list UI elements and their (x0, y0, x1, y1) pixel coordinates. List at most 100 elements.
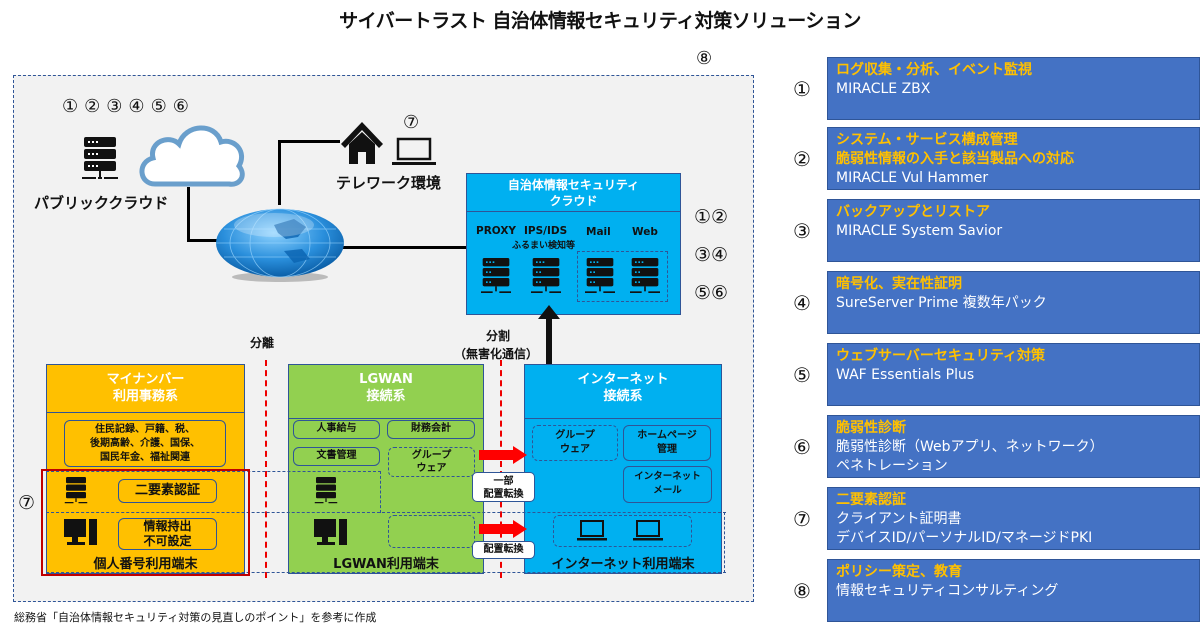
desktop-pc-icon (314, 519, 348, 547)
legend-item: 二要素認証クライアント証明書デバイスID/パーソナルID/マネージドPKI (827, 487, 1200, 550)
legend-heading: バックアップとリストア (836, 204, 990, 220)
server-label-proxy: PROXY (476, 225, 517, 237)
marker-6: ⑥ (172, 96, 195, 117)
desktop-pc-icon (64, 519, 98, 547)
telework-label: テレワーク環境 (336, 174, 442, 192)
connector-line (278, 140, 340, 143)
cloud-icon (135, 118, 247, 190)
legend-product: MIRACLE System Savior (836, 223, 1003, 239)
security-cloud-markers-row1: ①② (694, 206, 728, 228)
lgwan-service-documents: 文書管理 (293, 447, 380, 466)
marker-2: ② (84, 96, 107, 117)
marker-3: ③ (106, 96, 129, 117)
server-icon (314, 477, 338, 507)
legend-heading: ログ収集・分析、イベント監視 (836, 62, 1032, 78)
server-label-mail: Mail (586, 226, 611, 238)
legend-marker: ② (793, 147, 811, 171)
legend-marker: ⑤ (793, 363, 811, 387)
services-line3: 国民年金、福祉関連 (100, 452, 190, 463)
page-title: サイバートラスト 自治体情報セキュリティ対策ソリューション (339, 10, 861, 32)
legend-item: ポリシー策定、教育情報セキュリティコンサルティング (827, 559, 1200, 622)
terminal-tier-line (724, 512, 725, 573)
security-cloud-title-line1: 自治体情報セキュリティ (507, 178, 640, 192)
internet-terminal-group (553, 515, 692, 547)
legend-heading: 二要素認証 (836, 492, 906, 508)
house-icon (339, 120, 385, 166)
mail-line2: メール (653, 485, 682, 496)
no-export-line2: 不可設定 (143, 534, 192, 548)
legend-marker: ⑧ (793, 579, 811, 603)
security-cloud-markers-row3: ⑤⑥ (694, 282, 728, 304)
public-cloud-markers: ①②③④⑤⑥ (62, 96, 195, 117)
legend-product: デバイスID/パーソナルID/マネージドPKI (836, 530, 1093, 546)
marker-1: ① (62, 96, 85, 117)
services-line2: 後期高齢、介護、国保、 (90, 438, 200, 449)
internet-groupware: グループ ウェア (532, 425, 618, 461)
marker-2: ② (711, 206, 729, 228)
lgwan-groupware: グループ ウェア (388, 447, 475, 477)
homepage-line2: 管理 (657, 444, 677, 455)
terminal-tier-line (46, 572, 726, 573)
security-cloud-title: 自治体情報セキュリティ クラウド (467, 174, 680, 212)
partial-transfer-arrow (479, 446, 527, 464)
lgwan-service-payroll: 人事給与 (293, 420, 380, 439)
internet-terminal-label: インターネット利用端末 (551, 557, 695, 572)
mynumber-title-line1: マイナンバー (106, 372, 185, 387)
internet-zone-title: インターネット 接続系 (525, 365, 721, 419)
legend-heading: 暗号化、実在性証明 (836, 276, 962, 292)
mynumber-zone-title: マイナンバー 利用事務系 (47, 365, 244, 413)
marker-4: ④ (128, 96, 151, 117)
two-factor-marker: ⑦ (18, 492, 36, 514)
marker-4: ④ (711, 244, 729, 266)
terminal-tier-line (46, 512, 726, 513)
lgwan-title-line2: 接続系 (366, 389, 406, 404)
no-export-box: 情報持出 不可設定 (118, 518, 217, 550)
telework-marker: ⑦ (403, 112, 420, 133)
legend-product: WAF Essentials Plus (836, 367, 975, 383)
legend-product: ペネトレーション (836, 458, 948, 474)
lgwan-service-accounting: 財務会計 (387, 420, 475, 439)
public-cloud-label: パブリッククラウド (34, 194, 169, 212)
server-icon (582, 258, 618, 298)
services-line1: 住民記録、戸籍、税、 (95, 424, 195, 435)
split-label-line1: 分割 (486, 329, 511, 343)
lgwan-empty-slot (388, 515, 475, 548)
server-tier-line (46, 471, 381, 472)
internet-globe-icon (214, 205, 346, 285)
server-sublabel-ips-ids: ふるまい検知等 (512, 241, 576, 251)
laptop-icon (633, 520, 663, 542)
legend-heading: 脆弱性情報の入手と該当製品への対応 (836, 151, 1074, 167)
legend-heading: ポリシー策定、教育 (836, 564, 962, 580)
laptop-icon (392, 137, 436, 167)
security-cloud-markers-row2: ③④ (694, 244, 728, 266)
no-export-line1: 情報持出 (143, 519, 192, 533)
legend-heading: ウェブサーバーセキュリティ対策 (836, 348, 1046, 364)
connector-line (278, 140, 281, 205)
marker-1: ① (694, 206, 712, 228)
two-factor-auth-box: 二要素認証 (118, 479, 217, 503)
server-icon (478, 258, 514, 298)
marker-6: ⑥ (711, 282, 729, 304)
security-cloud-title-line2: クラウド (549, 194, 598, 208)
legend-product: クライアント証明書 (836, 511, 962, 527)
server-icon (528, 258, 564, 298)
legend-marker: ⑥ (793, 435, 811, 459)
mynumber-services: 住民記録、戸籍、税、 後期高齢、介護、国保、 国民年金、福祉関連 (64, 420, 226, 467)
two-factor-highlight (41, 469, 250, 576)
outer-marker: ⑧ (696, 48, 713, 69)
legend-product: 脆弱性診断（Webアプリ、ネットワーク） (836, 439, 1104, 455)
homepage-management: ホームページ 管理 (623, 425, 711, 461)
transfer-badge: 配置転換 (472, 541, 535, 559)
legend-item: バックアップとリストア MIRACLE System Savior (827, 199, 1200, 262)
marker-5: ⑤ (694, 282, 712, 304)
split-label-line2: （無害化通信） (454, 347, 539, 361)
legend-item: ウェブサーバーセキュリティ対策 WAF Essentials Plus (827, 343, 1200, 406)
server-icon (82, 137, 118, 185)
mynumber-terminal-label: 個人番号利用端末 (93, 557, 198, 572)
groupware-line2: ウェア (560, 444, 590, 455)
legend-heading: システム・サービス構成管理 (836, 132, 1018, 148)
partial-transfer-line2: 配置転換 (483, 489, 524, 500)
lgwan-zone: LGWAN 接続系 (288, 364, 484, 574)
